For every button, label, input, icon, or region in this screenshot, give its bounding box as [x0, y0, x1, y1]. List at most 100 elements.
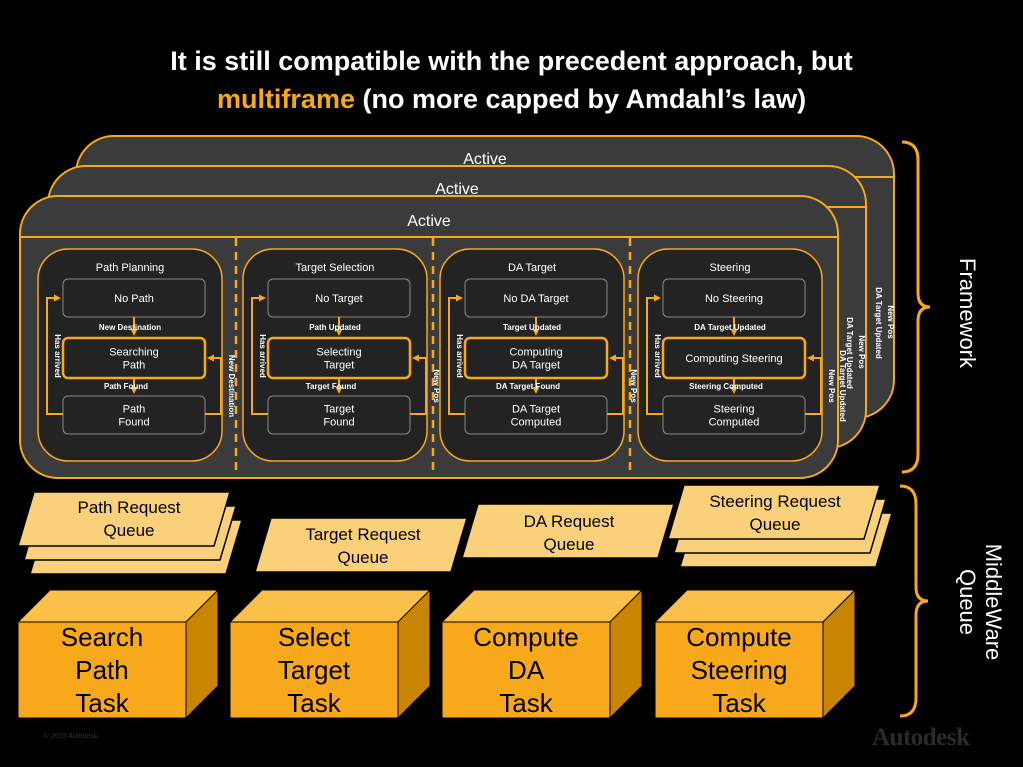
state-label: Computing Steering: [685, 353, 782, 365]
task-box-4: [653, 588, 857, 720]
right-transition-label: New Destination: [227, 355, 236, 417]
has-arrived-arrow: [251, 294, 268, 415]
frame-front-label: Active: [407, 213, 451, 230]
task-box-1: [16, 588, 220, 720]
task-box-top: [440, 589, 644, 623]
right-transition-arrow: [205, 354, 222, 415]
right-transition-label: DA Target Updated: [838, 350, 847, 422]
middleware-label-line2: Queue: [955, 568, 980, 636]
transition-label: DA Target Updated: [694, 323, 766, 332]
request-queues: [16, 484, 894, 575]
autodesk-logo: Autodesk: [872, 724, 970, 751]
task-box-front: [441, 621, 611, 719]
back-label-new-pos-2: New Pos: [857, 335, 866, 369]
state-label: No Steering: [705, 293, 763, 305]
framework-label: Framework: [955, 258, 980, 369]
side-braces: [899, 140, 931, 718]
queue-card-front: [16, 491, 232, 547]
middleware-label-line1: MiddleWare: [981, 543, 1006, 661]
task-box-front: [654, 621, 824, 719]
title-line-2-rest: (no more capped by Amdahl’s law): [354, 84, 807, 114]
queue-stack-4: [666, 484, 894, 568]
right-transition-label: New Pos: [827, 369, 836, 403]
right-transition-arrow: [410, 354, 427, 415]
task-boxes: [16, 588, 857, 720]
task-box-top: [228, 589, 432, 623]
has-arrived-arrow: [46, 294, 63, 415]
task-box-3: [440, 588, 644, 720]
module-title: Path Planning: [96, 262, 165, 274]
state-label: No Target: [315, 293, 363, 305]
back-label-new-pos-1: New Pos: [886, 305, 895, 339]
framework-brace: [901, 140, 931, 474]
slide-title: It is still compatible with the preceden…: [0, 42, 1023, 118]
queue-stack-1: [16, 491, 244, 575]
right-transition-arrow: [805, 354, 822, 415]
right-transition-arrow: [607, 354, 624, 415]
queue-stack-2: [253, 517, 469, 573]
has-arrived-label: Has arrived: [258, 334, 267, 378]
has-arrived-label: Has arrived: [53, 334, 62, 378]
middleware-brace: [899, 484, 929, 718]
transition-label: Target Updated: [503, 323, 561, 332]
transition-label: Path Found: [104, 382, 148, 391]
has-arrived-label: Has arrived: [653, 334, 662, 378]
queue-stack-3: [460, 503, 676, 559]
right-transition-label: New Pos: [432, 369, 441, 403]
transition-label: Steering Computed: [689, 382, 763, 391]
title-line-1: It is still compatible with the preceden…: [170, 46, 853, 76]
transition-label: New Destination: [99, 323, 161, 332]
back-label-da-target-updated-2: DA Target Updated: [845, 317, 854, 389]
has-arrived-arrow: [448, 294, 465, 415]
transition-label: DA Target Found: [496, 382, 560, 391]
task-box-front: [229, 621, 399, 719]
transition-label: Path Updated: [309, 323, 361, 332]
has-arrived-arrow: [646, 294, 663, 415]
title-highlight: multiframe: [216, 84, 355, 114]
queue-card-front: [253, 517, 469, 573]
module-title: Target Selection: [296, 262, 375, 274]
task-box-2: [228, 588, 432, 720]
state-label: No DA Target: [503, 293, 568, 305]
task-box-front: [17, 621, 187, 719]
task-box-top: [653, 589, 857, 623]
transition-label: Target Found: [306, 382, 357, 391]
copyright-footer: © 2015 Autodesk: [44, 733, 98, 740]
frame-back-label: Active: [435, 181, 479, 198]
task-box-top: [16, 589, 220, 623]
back-label-da-target-updated-1: DA Target Updated: [874, 287, 883, 359]
title-line-2: multiframe (no more capped by Amdahl’s l…: [0, 80, 1023, 118]
has-arrived-label: Has arrived: [455, 334, 464, 378]
module-title: Steering: [710, 262, 751, 274]
module-title: DA Target: [508, 262, 556, 274]
right-transition-label: New Pos: [629, 369, 638, 403]
queue-card-front: [460, 503, 676, 559]
frame-back-label: Active: [463, 151, 507, 168]
state-label: No Path: [114, 293, 154, 305]
queue-card-front: [666, 484, 882, 540]
